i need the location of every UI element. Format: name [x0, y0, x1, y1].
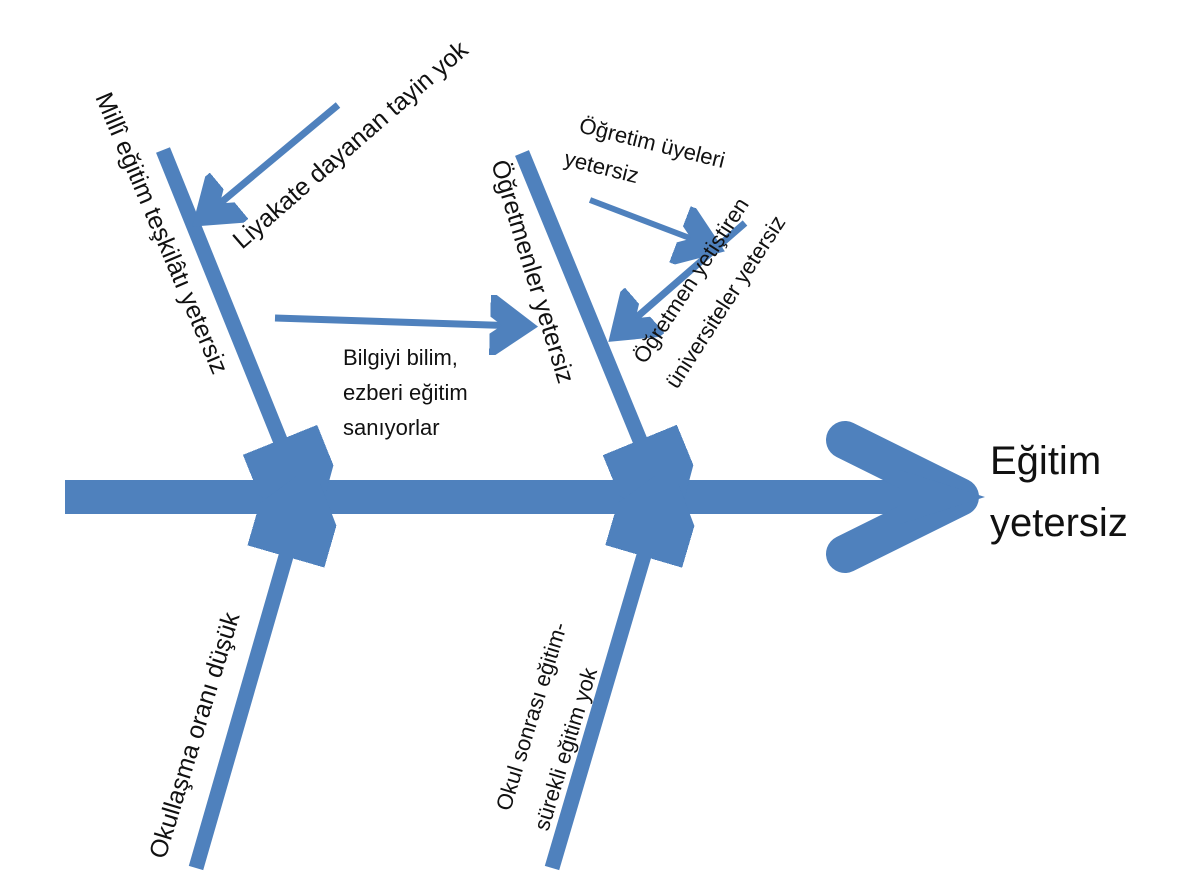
- effect-title-line1: Eğitim: [990, 439, 1101, 483]
- label-liyakate: Liyakate dayanan tayin yok: [228, 35, 474, 254]
- label-milli-egitim: Millî eğitim teşkilâtı yetersiz: [89, 88, 233, 378]
- arrow-ogretmen-yetistiren: [622, 220, 748, 330]
- bone-top-left: [156, 147, 295, 477]
- bone-bottom-right: [544, 518, 655, 871]
- label-ogretim-uyeleri-2: yetersiz: [562, 146, 642, 189]
- label-bilgiyi-2: ezberi eğitim: [343, 380, 468, 405]
- label-bilgiyi-3: sanıyorlar: [343, 415, 440, 440]
- bone-bottom-left: [188, 518, 297, 871]
- bone-top-right: [515, 150, 655, 477]
- effect-title-line2: yetersiz: [990, 501, 1128, 545]
- label-bilgiyi-1: Bilgiyi bilim,: [343, 345, 458, 370]
- arrow-ogretim-uyeleri: [588, 197, 708, 245]
- arrow-bilgiyi: [274, 318, 520, 326]
- arrow-liyakate: [206, 102, 341, 215]
- main-spine-arrow: [65, 421, 985, 573]
